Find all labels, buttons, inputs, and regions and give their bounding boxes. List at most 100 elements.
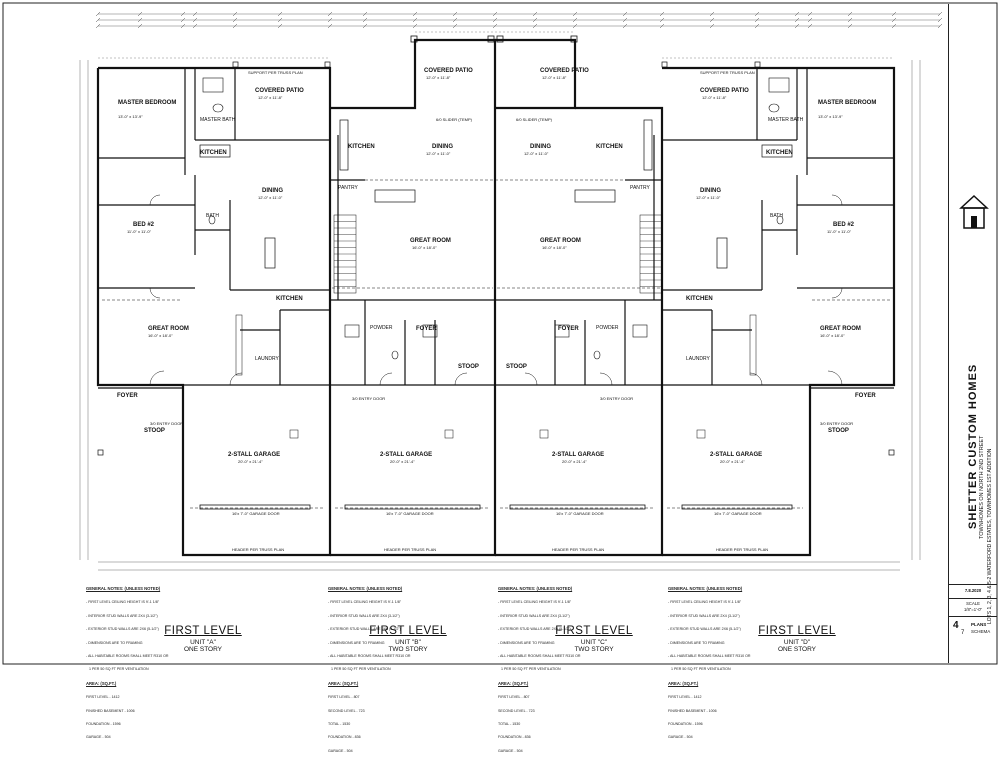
sheet-sub: SCHEMA bbox=[971, 629, 991, 634]
area-line: FOUNDATION - 1596 bbox=[668, 722, 703, 727]
level-title: FIRST LEVEL bbox=[164, 625, 242, 637]
dimension-tick bbox=[891, 11, 897, 17]
unit-a-foyer-label: FOYER bbox=[117, 393, 138, 399]
sheet-date: 7.8.2020 bbox=[964, 588, 982, 593]
notes-heading: GENERAL NOTES: (UNLESS NOTED) bbox=[498, 585, 573, 591]
unit-c-garage-door-label: 16'x 7'-0" GARAGE DOOR bbox=[556, 511, 604, 516]
unit-a-bed2-dim: 11'-0" x 11'-0" bbox=[127, 229, 152, 234]
unit-b-dining-dim: 12'-0" x 11'-0" bbox=[426, 151, 451, 156]
dimension-tick bbox=[622, 23, 628, 29]
notes-unit-b: GENERAL NOTES: (UNLESS NOTED) - FIRST LE… bbox=[328, 577, 410, 762]
unit-c-dining-dim: 12'-0" x 11'-0" bbox=[524, 151, 549, 156]
dimension-tick bbox=[232, 23, 238, 29]
notes-line: - EXTERIOR STUD WALLS ARE 2X6 (5-1/2") bbox=[498, 627, 571, 632]
unit-d-great-room-dim: 16'-0" x 18'-0" bbox=[820, 333, 845, 338]
dimension-tick bbox=[362, 11, 368, 17]
unit-b-covered-patio-label: COVERED PATIO bbox=[424, 68, 473, 74]
dimension-tick bbox=[327, 11, 333, 17]
unit-a-master-bath-label: MASTER BATH bbox=[200, 117, 236, 123]
area-line: SECOND LEVEL - 723 bbox=[498, 708, 535, 713]
dimension-tick bbox=[891, 23, 897, 29]
dimension-tick bbox=[327, 17, 333, 23]
project-line1: TOWNHOMES ON NORTH 2ND STREET bbox=[979, 435, 985, 539]
dimension-tick bbox=[532, 11, 538, 17]
dimension-tick bbox=[572, 11, 578, 17]
dimension-tick bbox=[807, 23, 813, 29]
dimension-tick bbox=[137, 23, 143, 29]
notes-unit-a: GENERAL NOTES: (UNLESS NOTED) - FIRST LE… bbox=[86, 577, 168, 749]
unit-a-kitchen-label: KITCHEN bbox=[200, 150, 227, 156]
notes-unit-d: GENERAL NOTES: (UNLESS NOTED) - FIRST LE… bbox=[668, 577, 750, 749]
dimension-tick bbox=[95, 23, 101, 29]
area-line: TOTAL - 1530 bbox=[328, 722, 351, 727]
unit-a-dining-label: DINING bbox=[262, 188, 283, 194]
unit-name: UNIT "C" bbox=[580, 639, 608, 646]
unit-c-powder-label: POWDER bbox=[596, 325, 619, 331]
dimension-tick bbox=[937, 11, 943, 17]
notes-line: 1 PER 50 SQ FT PER VENTILATION bbox=[668, 667, 731, 672]
unit-d-master-bedroom-dim: 13'-0" x 13'-9" bbox=[818, 114, 843, 119]
unit-b-header-label: HEADER PER TRUSS PLAN bbox=[384, 547, 437, 552]
house-logo-icon bbox=[959, 194, 989, 229]
level-title: FIRST LEVEL bbox=[555, 625, 633, 637]
dimension-tick bbox=[137, 11, 143, 17]
unit-a-garage-dim: 20'-0" x 21'-4" bbox=[238, 459, 263, 464]
area-heading: AREA: (SQ.FT.) bbox=[668, 680, 699, 686]
unit-a-covered-patio-dim: 12'-0" x 11'-8" bbox=[258, 95, 283, 100]
dimension-tick bbox=[277, 17, 283, 23]
dimension-tick bbox=[572, 17, 578, 23]
notes-line: - ALL HABITABLE ROOMS SHALL MEET R310 OR bbox=[86, 654, 169, 658]
unit-a-kitchen2-label: KITCHEN bbox=[276, 296, 303, 302]
unit-c-stoop-label: STOOP bbox=[506, 364, 527, 370]
unit-d-covered-patio-label: COVERED PATIO bbox=[700, 88, 749, 94]
dimension-tick bbox=[622, 11, 628, 17]
dimension-tick bbox=[192, 11, 198, 17]
unit-a-stoop-label: STOOP bbox=[144, 428, 165, 434]
area-line: GARAGE - 504 bbox=[86, 735, 111, 740]
unit-d-master-bath-label: MASTER BATH bbox=[768, 117, 804, 123]
area-line: FIRST LEVEL - 1412 bbox=[86, 695, 120, 700]
unit-d-kitchen2-label: KITCHEN bbox=[686, 296, 713, 302]
unit-b-garage-door-label: 16'x 7'-0" GARAGE DOOR bbox=[386, 511, 434, 516]
dimension-tick bbox=[891, 17, 897, 23]
unit-b-pantry-label: PANTRY bbox=[338, 185, 358, 191]
dimension-tick bbox=[807, 17, 813, 23]
dimension-tick bbox=[192, 17, 198, 23]
unit-a-laundry-label: LAUNDRY bbox=[255, 356, 279, 362]
unit-c-entry-door-label: 3/0 ENTRY DOOR bbox=[600, 396, 634, 401]
notes-line: - FIRST LEVEL CEILING HEIGHT IS 9'-1 1/8… bbox=[498, 600, 571, 605]
notes-line: - ALL HABITABLE ROOMS SHALL MEET R310 OR bbox=[668, 654, 751, 658]
area-line: FIRST LEVEL - 1412 bbox=[668, 695, 702, 700]
sheet-number-box bbox=[949, 616, 997, 617]
area-line: FOUNDATION - 1596 bbox=[86, 722, 121, 727]
unit-c-garage-label: 2-STALL GARAGE bbox=[552, 452, 605, 458]
unit-b-powder-label: POWDER bbox=[370, 325, 393, 331]
dimension-tick bbox=[412, 11, 418, 17]
unit-b-dining-label: DINING bbox=[432, 144, 453, 150]
unit-a-great-room-dim: 16'-0" x 18'-0" bbox=[148, 333, 173, 338]
dimension-tick bbox=[192, 23, 198, 29]
unit-b-entry-door-label: 3/0 ENTRY DOOR bbox=[352, 396, 386, 401]
notes-line: - FIRST LEVEL CEILING HEIGHT IS 9'-1 1/8… bbox=[86, 600, 159, 605]
dimension-tick bbox=[622, 17, 628, 23]
unit-b-stoop-label: STOOP bbox=[458, 364, 479, 370]
notes-line: - INTERIOR STUD WALLS ARE 2X4 (3-1/2") bbox=[328, 613, 400, 618]
dimension-tick bbox=[452, 11, 458, 17]
dimension-tick bbox=[709, 11, 715, 17]
unit-d-dining-dim: 12'-0" x 11'-0" bbox=[696, 195, 721, 200]
unit-d-header-label: HEADER PER TRUSS PLAN bbox=[716, 547, 769, 552]
area-line: GARAGE - 504 bbox=[498, 748, 523, 753]
dimension-tick bbox=[659, 23, 665, 29]
unit-c-garage-dim: 20'-0" x 21'-4" bbox=[562, 459, 587, 464]
dimension-tick bbox=[754, 23, 760, 29]
dimension-tick bbox=[492, 11, 498, 17]
dimension-tick bbox=[277, 11, 283, 17]
area-line: FOUNDATION - 836 bbox=[498, 735, 531, 740]
unit-d-master-bedroom-label: MASTER BEDROOM bbox=[818, 100, 877, 106]
unit-b-kitchen-label: KITCHEN bbox=[348, 144, 375, 150]
unit-d-laundry-label: LAUNDRY bbox=[686, 356, 710, 362]
notes-line: - DIMENSIONS ARE TO FRAMING bbox=[498, 640, 555, 645]
dimension-tick bbox=[794, 11, 800, 17]
area-line: FIRST LEVEL - 807 bbox=[498, 695, 530, 700]
